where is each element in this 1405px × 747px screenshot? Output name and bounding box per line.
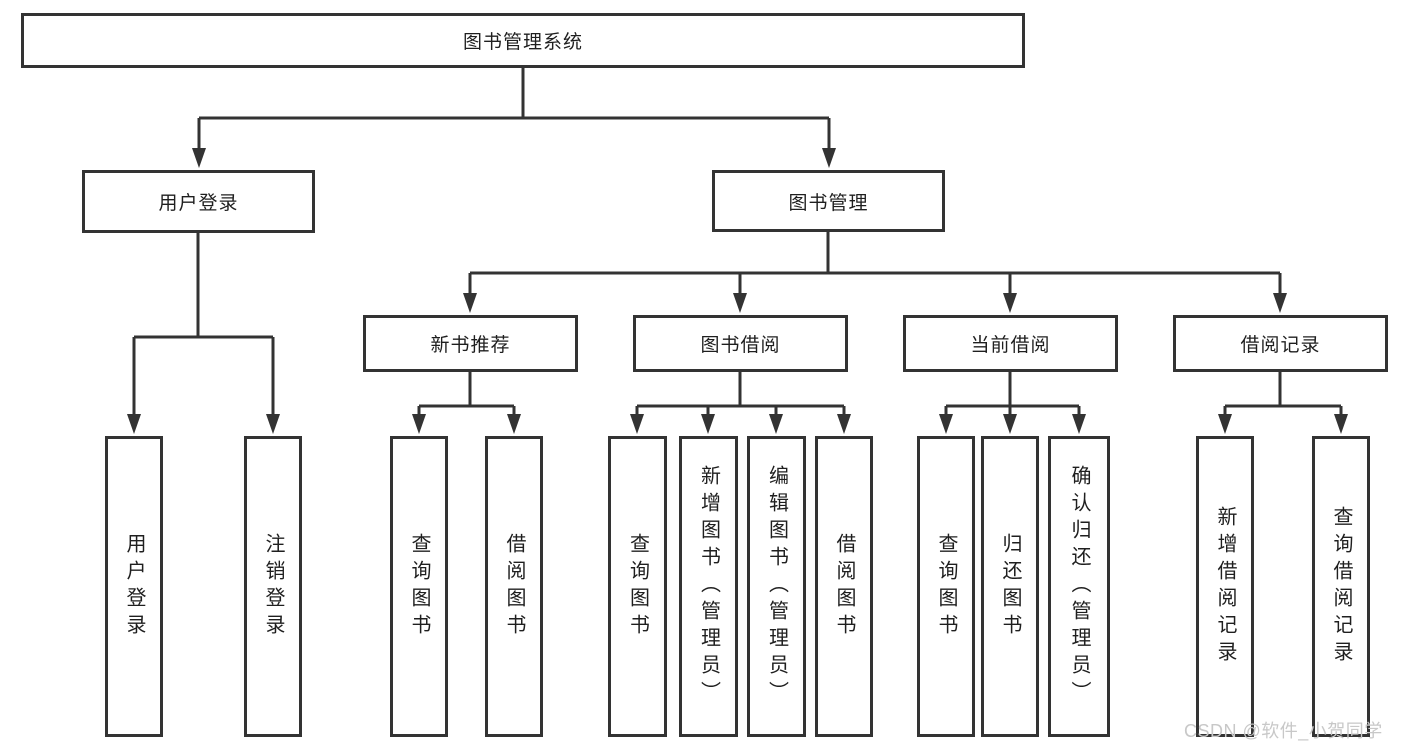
leaf-add-book-admin: 新增图书（管理员） [679,436,738,737]
connector-line [635,372,846,419]
leaf-newbook-borrow-book-label: 借阅图书 [503,532,525,641]
connector-line [944,372,1081,419]
leaf-add-borrow-record: 新增借阅记录 [1196,436,1254,737]
connector-line [1223,372,1343,419]
leaf-borrow-book: 借阅图书 [815,436,873,737]
leaf-borrow-query-book-label: 查询图书 [626,532,649,641]
node-new-book-recommend: 新书推荐 [363,315,578,372]
arrow-down-icon [507,414,521,434]
node-book-borrowing: 图书借阅 [633,315,848,372]
leaf-current-query-book: 查询图书 [917,436,975,737]
leaf-confirm-return-admin: 确认归还（管理员） [1048,436,1110,737]
leaf-current-query-book-label: 查询图书 [935,532,957,641]
leaf-edit-book-admin-label: 编辑图书（管理员） [765,465,788,708]
connector-line [197,68,831,152]
arrow-down-icon [822,148,836,168]
leaf-return-book-label: 归还图书 [999,532,1021,641]
arrow-down-icon [837,414,851,434]
arrow-down-icon [1003,414,1017,434]
leaf-newbook-borrow-book: 借阅图书 [485,436,543,737]
leaf-user-login-label: 用户登录 [123,532,145,641]
leaf-borrow-book-label: 借阅图书 [833,532,855,641]
arrow-down-icon [412,414,426,434]
arrowhead-icons [127,148,1348,434]
arrow-down-icon [463,293,477,313]
arrow-down-icon [266,414,280,434]
node-library-management-system: 图书管理系统 [21,13,1025,68]
arrow-down-icon [192,148,206,168]
arrow-down-icon [1003,293,1017,313]
leaf-query-borrow-record-label: 查询借阅记录 [1330,505,1352,668]
arrow-down-icon [733,293,747,313]
arrow-down-icon [1218,414,1232,434]
leaf-logout: 注销登录 [244,436,302,737]
node-borrowing-records: 借阅记录 [1173,315,1388,372]
leaf-return-book: 归还图书 [981,436,1039,737]
leaf-add-borrow-record-label: 新增借阅记录 [1214,505,1236,668]
arrow-down-icon [630,414,644,434]
connector-lines [132,68,1343,419]
connector-line [417,372,516,419]
arrow-down-icon [769,414,783,434]
arrow-down-icon [1273,293,1287,313]
node-user-login: 用户登录 [82,170,315,233]
arrow-down-icon [939,414,953,434]
csdn-watermark: CSDN @软件_小贺同学 [1184,721,1383,741]
leaf-logout-label: 注销登录 [262,532,284,641]
leaf-borrow-query-book: 查询图书 [608,436,667,737]
leaf-query-borrow-record: 查询借阅记录 [1312,436,1370,737]
arrow-down-icon [1334,414,1348,434]
leaf-edit-book-admin: 编辑图书（管理员） [747,436,806,737]
arrow-down-icon [701,414,715,434]
connector-line [132,233,275,418]
leaf-newbook-query-book-label: 查询图书 [408,532,430,641]
leaf-add-book-admin-label: 新增图书（管理员） [697,465,720,708]
node-current-borrowing: 当前借阅 [903,315,1118,372]
leaf-newbook-query-book: 查询图书 [390,436,448,737]
leaf-user-login: 用户登录 [105,436,163,737]
arrow-down-icon [1072,414,1086,434]
connector-line [468,232,1282,298]
arrow-down-icon [127,414,141,434]
leaf-confirm-return-admin-label: 确认归还（管理员） [1068,465,1090,708]
node-book-management: 图书管理 [712,170,945,232]
